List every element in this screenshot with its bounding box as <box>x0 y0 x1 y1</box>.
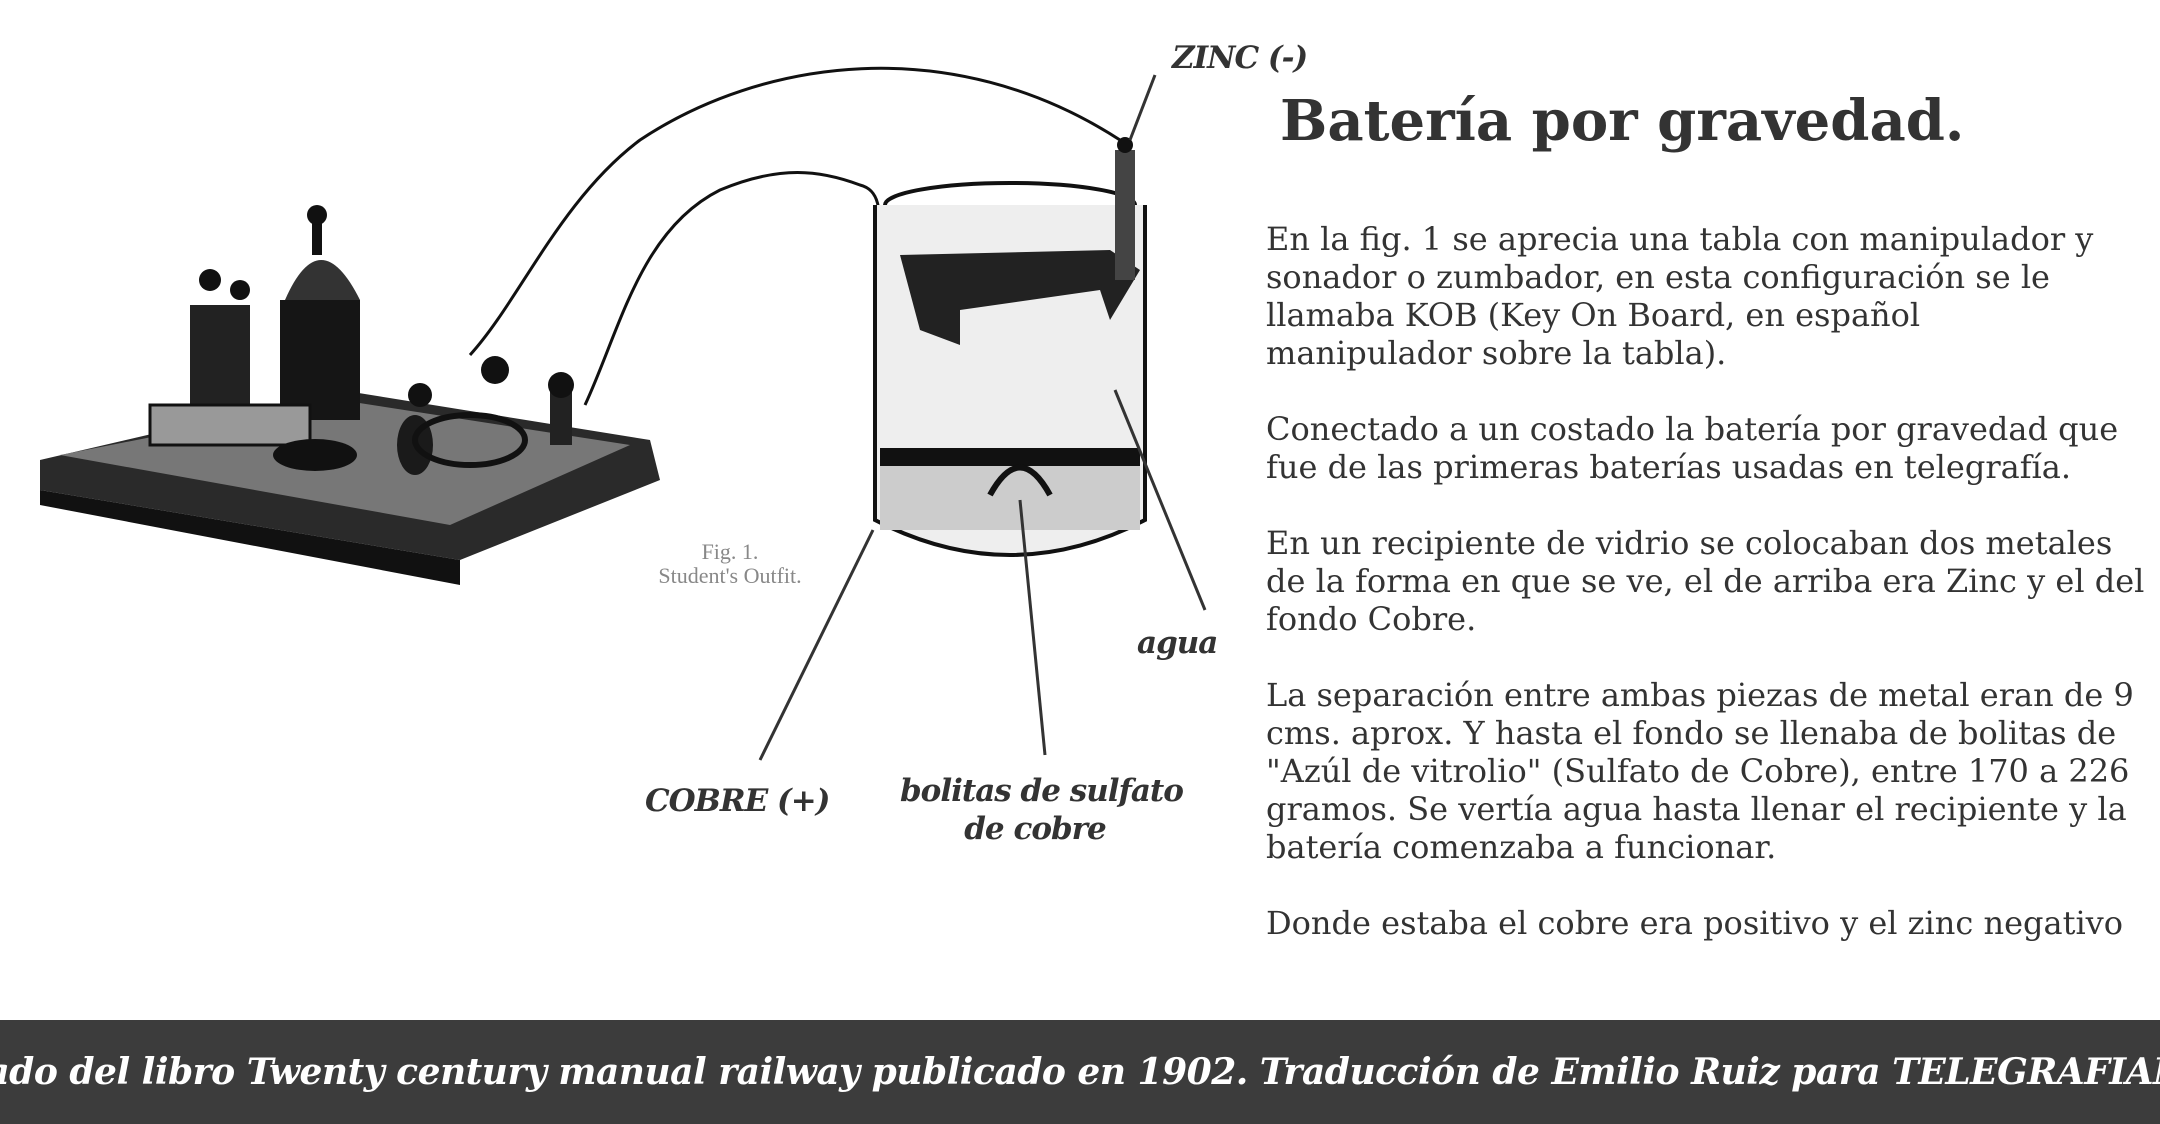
paragraph-line: Conectado a un costado la batería por gr… <box>1266 410 2119 448</box>
telegraph-battery-illustration <box>40 66 1207 761</box>
pointer-agua <box>1113 389 1207 611</box>
paragraph: Donde estaba el cobre era positivo y el … <box>1266 904 2146 942</box>
paragraph-line: En la fig. 1 se aprecia una tabla con ma… <box>1266 220 2094 258</box>
footer-credit: Tomado del libro Twenty century manual r… <box>0 1051 2160 1093</box>
paragraph-line: "Azúl de vitrolio" (Sulfato de Cobre), e… <box>1266 752 2130 790</box>
paragraph-line: cms. aprox. Y hasta el fondo se llenaba … <box>1266 714 2117 752</box>
label-bolitas: bolitas de sulfato de cobre <box>900 772 1184 848</box>
label-cobre: COBRE (+) <box>645 783 830 819</box>
body-text: En la fig. 1 se aprecia una tabla con ma… <box>1266 220 2146 980</box>
paragraph-line: fondo Cobre. <box>1266 600 1477 638</box>
pointer-zinc <box>1128 74 1157 141</box>
label-zinc: ZINC (-) <box>1172 40 1308 76</box>
label-bolitas-line1: bolitas de sulfato <box>900 773 1184 809</box>
paragraph-line: En un recipiente de vidrio se colocaban … <box>1266 524 2113 562</box>
paragraph: Conectado a un costado la batería por gr… <box>1266 410 2146 486</box>
paragraph-line: manipulador sobre la tabla). <box>1266 334 1727 372</box>
paragraph-line: sonador o zumbador, en esta configuració… <box>1266 258 2050 296</box>
telegraph-board <box>40 205 660 585</box>
label-bolitas-line2: de cobre <box>964 811 1106 847</box>
paragraph: En un recipiente de vidrio se colocaban … <box>1266 524 2146 638</box>
paragraph: En la fig. 1 se aprecia una tabla con ma… <box>1266 220 2146 372</box>
figure-caption: Fig. 1. Student's Outfit. <box>600 540 860 588</box>
paragraph-line: batería comenzaba a funcionar. <box>1266 828 1777 866</box>
wire-zinc <box>468 66 1121 357</box>
figure-caption-line2: Student's Outfit. <box>658 563 802 588</box>
paragraph-line: Donde estaba el cobre era positivo y el … <box>1266 904 2124 942</box>
paragraph: La separación entre ambas piezas de meta… <box>1266 676 2146 866</box>
paragraph-line: gramos. Se vertía agua hasta llenar el r… <box>1266 790 2127 828</box>
paragraph-line: La separación entre ambas piezas de meta… <box>1266 676 2134 714</box>
page-title: Batería por gravedad. <box>1280 88 1965 154</box>
paragraph-line: fue de las primeras baterías usadas en t… <box>1266 448 2072 486</box>
label-agua: agua <box>1137 625 1218 661</box>
paragraph-line: de la forma en que se ve, el de arriba e… <box>1266 562 2145 600</box>
figure-caption-line1: Fig. 1. <box>701 539 759 564</box>
footer-bar: Tomado del libro Twenty century manual r… <box>0 1020 2160 1124</box>
pointer-bolitas <box>1018 499 1047 756</box>
wire-cobre <box>583 171 892 491</box>
paragraph-line: llamaba KOB (Key On Board, en español <box>1266 296 1921 334</box>
pointer-cobre <box>758 529 875 761</box>
gravity-battery-jar <box>873 137 1147 557</box>
